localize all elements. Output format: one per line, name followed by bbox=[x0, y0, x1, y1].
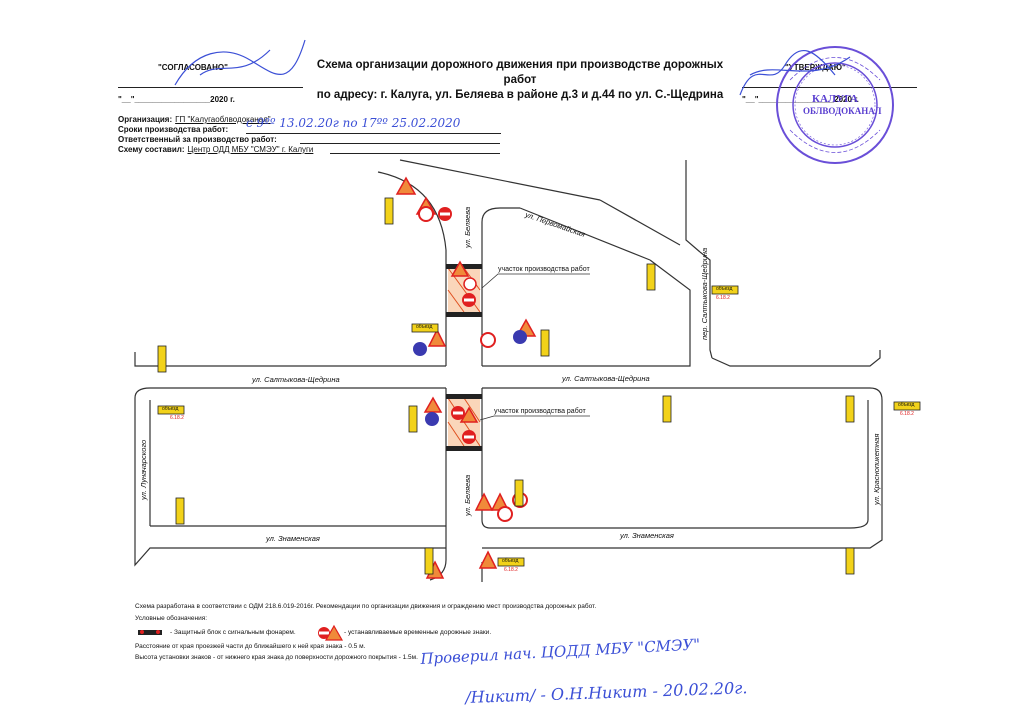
info-period: Сроки производства работ: bbox=[118, 125, 228, 134]
organization-stamp bbox=[776, 46, 894, 164]
approved-left-label: "СОГЛАСОВАНО" bbox=[158, 63, 228, 72]
street-krasnopiketa: ул. Краснопикетная bbox=[872, 433, 881, 505]
document-title: Схема организации дорожного движения при… bbox=[300, 58, 740, 103]
detour-code-2: 6.18.2 bbox=[170, 415, 184, 421]
author-value: Центр ОДД МБУ "СМЭУ" г. Калуги bbox=[187, 145, 314, 154]
street-belyaeva-top: ул. Беляева bbox=[463, 206, 472, 248]
legend-distance: Расстояние от края проезжей части до бли… bbox=[135, 643, 366, 650]
org-value: ГП "Калугаоблводоканал" bbox=[175, 115, 271, 124]
info-author: Схему составил:Центр ОДД МБУ "СМЭУ" г. К… bbox=[118, 145, 313, 154]
legend-sign-icon bbox=[318, 624, 344, 641]
responsible-label: Ответственный за производство работ: bbox=[118, 135, 277, 144]
approved-right-line bbox=[742, 87, 917, 88]
detour-text-3: объезд bbox=[898, 402, 915, 408]
org-label: Организация: bbox=[118, 115, 173, 124]
responsible-line bbox=[300, 143, 500, 144]
road-edges bbox=[134, 159, 883, 582]
title-line-2: по адресу: г. Калуга, ул. Беляева в райо… bbox=[316, 89, 724, 101]
stamp-sub-text: ОБЛВОДОКАНАЛ bbox=[803, 106, 882, 116]
street-saltykova-right: ул. Салтыкова-Щедрина bbox=[562, 374, 650, 383]
street-znamenskaya-left: ул. Знаменская bbox=[266, 534, 320, 543]
info-responsible: Ответственный за производство работ: bbox=[118, 135, 277, 144]
detour-text-1: объезд bbox=[716, 286, 733, 292]
info-organization: Организация:ГП "Калугаоблводоканал" bbox=[118, 115, 271, 124]
work-zone-bottom bbox=[446, 394, 482, 451]
author-line bbox=[330, 153, 500, 154]
street-znamenskaya-right: ул. Знаменская bbox=[620, 531, 674, 540]
legend-block-text: - Защитный блок с сигнальным фонарем. bbox=[170, 629, 296, 636]
approved-left-line bbox=[118, 87, 303, 88]
work-zone-bottom-label: участок производства работ bbox=[494, 408, 586, 415]
period-handwritten: с 9ºº 13.02.20г по 17ºº 25.02.2020 bbox=[246, 116, 461, 130]
legend-signs-text: - устанавливаемые временные дорожные зна… bbox=[344, 629, 492, 636]
approved-right-date: "__"_________________2020 г. bbox=[742, 95, 859, 104]
detour-code-4: 6.18.2 bbox=[504, 567, 518, 573]
street-saltykova-lane: пер. Салтыкова-Щедрина bbox=[700, 247, 709, 340]
street-saltykova-left: ул. Салтыкова-Щедрина bbox=[252, 375, 340, 384]
street-lunacharskogo: ул. Луначарского bbox=[139, 439, 148, 500]
detour-code-1: 6.18.2 bbox=[716, 295, 730, 301]
detour-text-5: объезд bbox=[416, 324, 433, 330]
legend-height: Высота установки знаков - от нижнего кра… bbox=[135, 654, 418, 661]
signature-right bbox=[739, 50, 851, 96]
legend-basis: Схема разработана в соответствии с ОДМ 2… bbox=[135, 603, 597, 610]
signature-left bbox=[174, 39, 306, 86]
stamp-center-text: КАЛУГА bbox=[812, 93, 858, 105]
period-line bbox=[246, 133, 501, 134]
detour-text-4: объезд bbox=[502, 558, 519, 564]
period-label: Сроки производства работ: bbox=[118, 125, 229, 134]
detour-code-3: 6.18.2 bbox=[900, 411, 914, 417]
author-label: Схему составил: bbox=[118, 145, 185, 154]
legend-heading: Условные обозначения: bbox=[135, 615, 208, 622]
work-zone-top-label: участок производства работ bbox=[498, 266, 590, 273]
street-belyaeva-bottom: ул. Беляева bbox=[463, 474, 472, 516]
approved-left-date: "__"_________________2020 г. bbox=[118, 95, 235, 104]
detour-text-2: объезд bbox=[162, 406, 179, 412]
detour-signs bbox=[157, 197, 921, 575]
title-line-1: Схема организации дорожного движения при… bbox=[316, 59, 724, 86]
legend-block-icon bbox=[138, 630, 162, 635]
